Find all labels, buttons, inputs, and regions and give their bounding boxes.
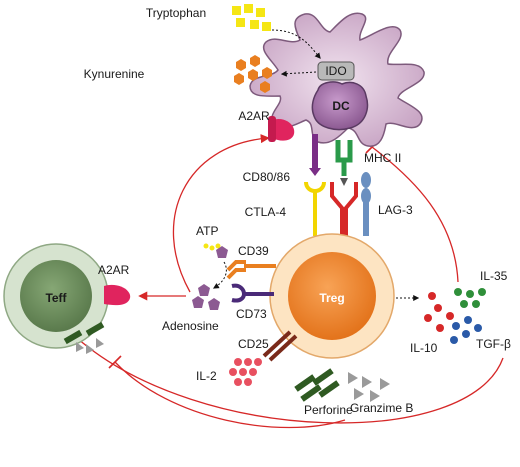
lag3-receptor: [361, 172, 371, 236]
tgfb-label: TGF-β: [476, 337, 511, 351]
granzime-label: Granzime B: [350, 401, 413, 415]
cd80-86-receptor: [309, 134, 321, 176]
il10-molecules: [424, 292, 454, 332]
il2-label: IL-2: [196, 369, 217, 383]
cd25-label: CD25: [238, 337, 269, 351]
a2ar-dc-label: A2AR: [238, 109, 270, 123]
adenosine-molecules: [192, 284, 220, 310]
kynurenine-label: Kynurenine: [84, 67, 145, 81]
cd80-86-label: CD80/86: [243, 170, 291, 184]
cytokine-inhibit-dc-line: [371, 146, 459, 283]
ctla4-receptor: [304, 181, 326, 236]
il35-label: IL-35: [480, 269, 508, 283]
tcr-receptor: [330, 182, 358, 240]
dc-label: DC: [332, 99, 350, 113]
tgfb-molecules: [450, 316, 482, 344]
dc-nucleus: [311, 81, 369, 131]
tryptophan-molecules: [232, 4, 271, 31]
teff-a2ar-receptor: [104, 284, 131, 306]
mhc2-receptor: [335, 140, 353, 176]
adenosine-to-dc-a2ar-arrow: [172, 134, 270, 293]
tryptophan-to-ido-arrow: [271, 29, 321, 59]
treg-cell: [269, 233, 395, 359]
ctla4-label: CTLA-4: [245, 205, 287, 219]
treg-label: Treg: [319, 291, 344, 305]
adenosine-label: Adenosine: [162, 319, 219, 333]
granzime-inhibit-teff-line: [114, 361, 346, 429]
teff-perforine-granzime: [63, 321, 105, 354]
teff-cell: [3, 243, 109, 349]
mhc2-label: MHC II: [364, 151, 401, 165]
cd73-label: CD73: [236, 307, 267, 321]
atp-label: ATP: [196, 224, 218, 238]
lag3-label: LAG-3: [378, 203, 413, 217]
perforine-label: Perforine: [304, 403, 353, 417]
cd39-label: CD39: [238, 244, 269, 258]
cd73-receptor: [231, 283, 274, 303]
il10-label: IL-10: [410, 341, 438, 355]
atp-to-adenosine-arrow: [212, 261, 227, 289]
il35-molecules: [454, 288, 486, 308]
a2ar-teff-label: A2AR: [98, 263, 130, 277]
cd25-receptor: [262, 330, 298, 362]
atp-molecule: [203, 243, 228, 258]
tryptophan-label: Tryptophan: [146, 6, 206, 20]
ido-label: IDO: [325, 64, 346, 78]
ido-to-kynurenine-arrow: [280, 70, 317, 77]
teff-label: Teff: [45, 291, 67, 305]
il2-molecules: [229, 358, 262, 386]
ido-box: [317, 61, 355, 81]
perforine-molecules: [294, 368, 340, 402]
granzime-molecules: [348, 372, 390, 402]
cytokine-inhibit-teff-line: [76, 337, 504, 424]
kynurenine-molecules: [234, 55, 272, 93]
dendritic-cell: DC IDO: [249, 12, 425, 147]
dc-a2ar-receptor: [268, 116, 295, 142]
cd39-receptor: [226, 260, 276, 280]
